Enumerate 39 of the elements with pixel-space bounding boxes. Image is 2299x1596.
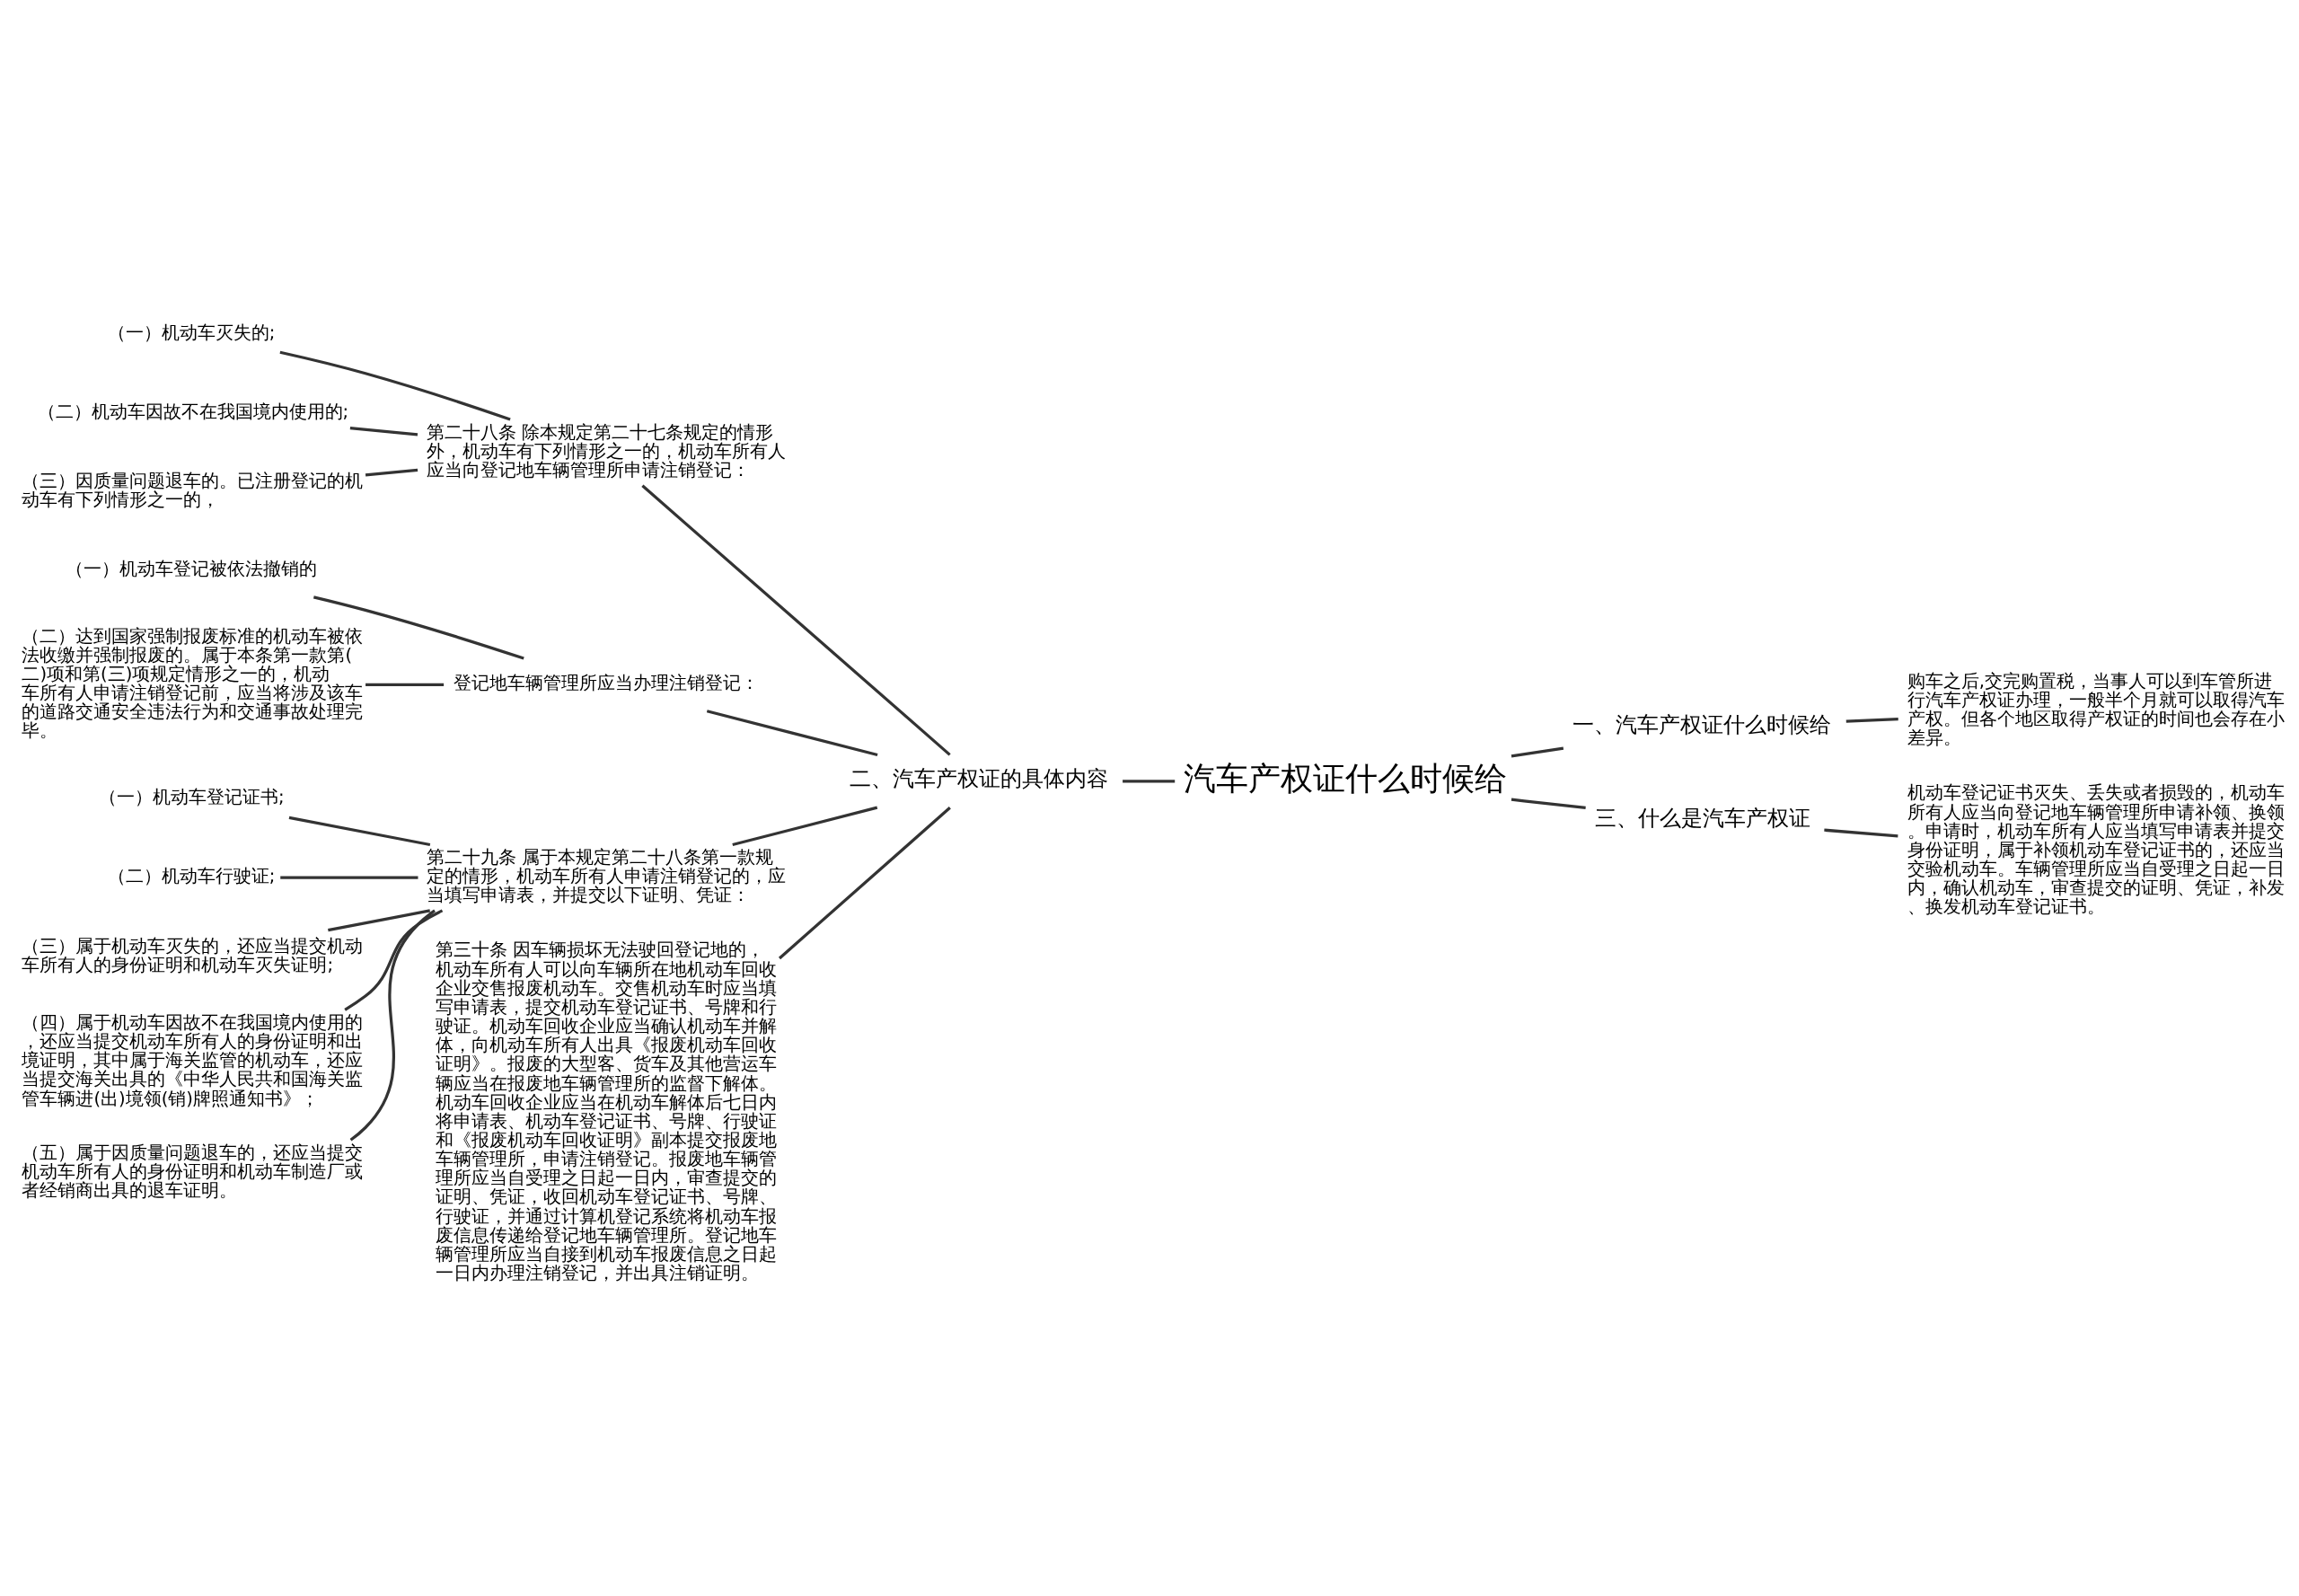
connector — [1123, 780, 1176, 783]
node-text: （二）机动车因故不在我国境内使用的; — [37, 401, 349, 422]
connector — [366, 683, 445, 686]
connector — [1824, 828, 1898, 838]
connector — [344, 909, 444, 1011]
connector — [1511, 798, 1586, 809]
node-text: （五）属于因质量问题退车的，还应当提交机动车所有人的身份证明和机动车制造厂或者经销商出具的退车证明。 — [22, 1142, 364, 1202]
connector — [732, 806, 878, 847]
connector — [1845, 718, 1898, 723]
node-text: 购车之后,交完购置税，当事人可以到车管所进行汽车产权证办理，一般半个月就可以取得汽车产权。但各个地区取得产权证的时间也会存在小差异。 — [1907, 670, 2285, 749]
connector — [365, 468, 418, 477]
connector — [641, 484, 951, 756]
connector — [778, 807, 951, 960]
node-text: 第二十八条 除本规定第二十七条规定的情形外，机动车有下列情形之一的，机动车所有人应当向登记地车辆管理所申请注销登记： — [427, 421, 787, 481]
node-text: （三）因质量问题退车的。已注册登记的机动车有下列情形之一的， — [22, 471, 364, 511]
node-text: （一）机动车登记证书; — [98, 787, 285, 808]
node-text: （二）机动车行驶证; — [107, 866, 276, 887]
node-text: （三）属于机动车灭失的，还应当提交机动车所有人的身份证明和机动车灭失证明; — [22, 935, 364, 975]
node-text: 汽车产权证什么时候给 — [1184, 759, 1508, 797]
connector — [313, 595, 524, 660]
node-text: （四）属于机动车因故不在我国境内使用的，还应当提交机动车所有人的身份证明和出境证明，其中属于海关监管的机动车，还应当提交海关出具的《中华人民共和国海关监管车辆进(出)境领(销)牌照通知书》； — [22, 1011, 364, 1109]
connector — [328, 909, 431, 932]
node-text: （一）机动车灭失的; — [107, 322, 276, 343]
node-text: 二、汽车产权证的具体内容 — [849, 765, 1108, 792]
node-text: 登记地车辆管理所应当办理注销登记： — [453, 673, 759, 694]
connector — [349, 427, 418, 436]
connector — [288, 816, 431, 847]
connector — [279, 350, 511, 421]
node-text: （一）机动车登记被依法撤销的 — [66, 559, 318, 580]
node-text: （二）达到国家强制报废标准的机动车被依法收缴并强制报废的。属于本条第一款第(二)项和第(三)项规定情形之一的，机动车所有人申请注销登记前，应当将涉及该车的道路交通安全违法行为和交通事故处理完毕。 — [22, 625, 364, 742]
node-text: 一、汽车产权证什么时候给 — [1572, 711, 1832, 738]
connector — [1511, 746, 1564, 758]
connector — [706, 710, 878, 757]
node-text: 第三十条 因车辆损坏无法驶回登记地的，机动车所有人可以向车辆所在地机动车回收企业交售报废机动车。交售机动车时应当填写申请表，提交机动车登记证书、号牌和行驶证。机动车回收企业应当确认机动车并解体，向机动车所有人出具《报废机动车回收证明》。报废的大型客、货车及其他营运车辆应当在报废地车辆管理所的监督下解体。机动车回收企业应当在机动车解体后七日内将申请表、机动车登记证书、号牌、行驶证和《报废机动车回收证明》副本提交报废地车辆管理所，申请注销登记。报废地车辆管理所应当自受理之日起一日内，审查提交的证明、凭证，收回机动车登记证书、号牌、行驶证，并通过计算机登记系统将机动车报废信息传递给登记地车辆管理所。登记地车辆管理所应当自接到机动车报废信息之日起一日内办理注销登记，并出具注销证明。 — [436, 939, 778, 1284]
node-text: 三、什么是汽车产权证 — [1594, 805, 1810, 832]
node-text: 第二十九条 属于本规定第二十八条第一款规定的情形，机动车所有人申请注销登记的，应当填写申请表，并提交以下证明、凭证： — [427, 847, 787, 906]
node-text: 机动车登记证书灭失、丢失或者损毁的，机动车所有人应当向登记地车辆管理所申请补领、换领。申请时，机动车所有人应当填写申请表并提交身份证明，属于补领机动车登记证书的，还应当交验机动车。车辆管理所应当自受理之日起一日内，确认机动车，审查提交的证明、凭证，补发、换发机动车登记证书。 — [1907, 782, 2285, 918]
connector — [349, 909, 436, 1142]
connector — [280, 876, 418, 879]
